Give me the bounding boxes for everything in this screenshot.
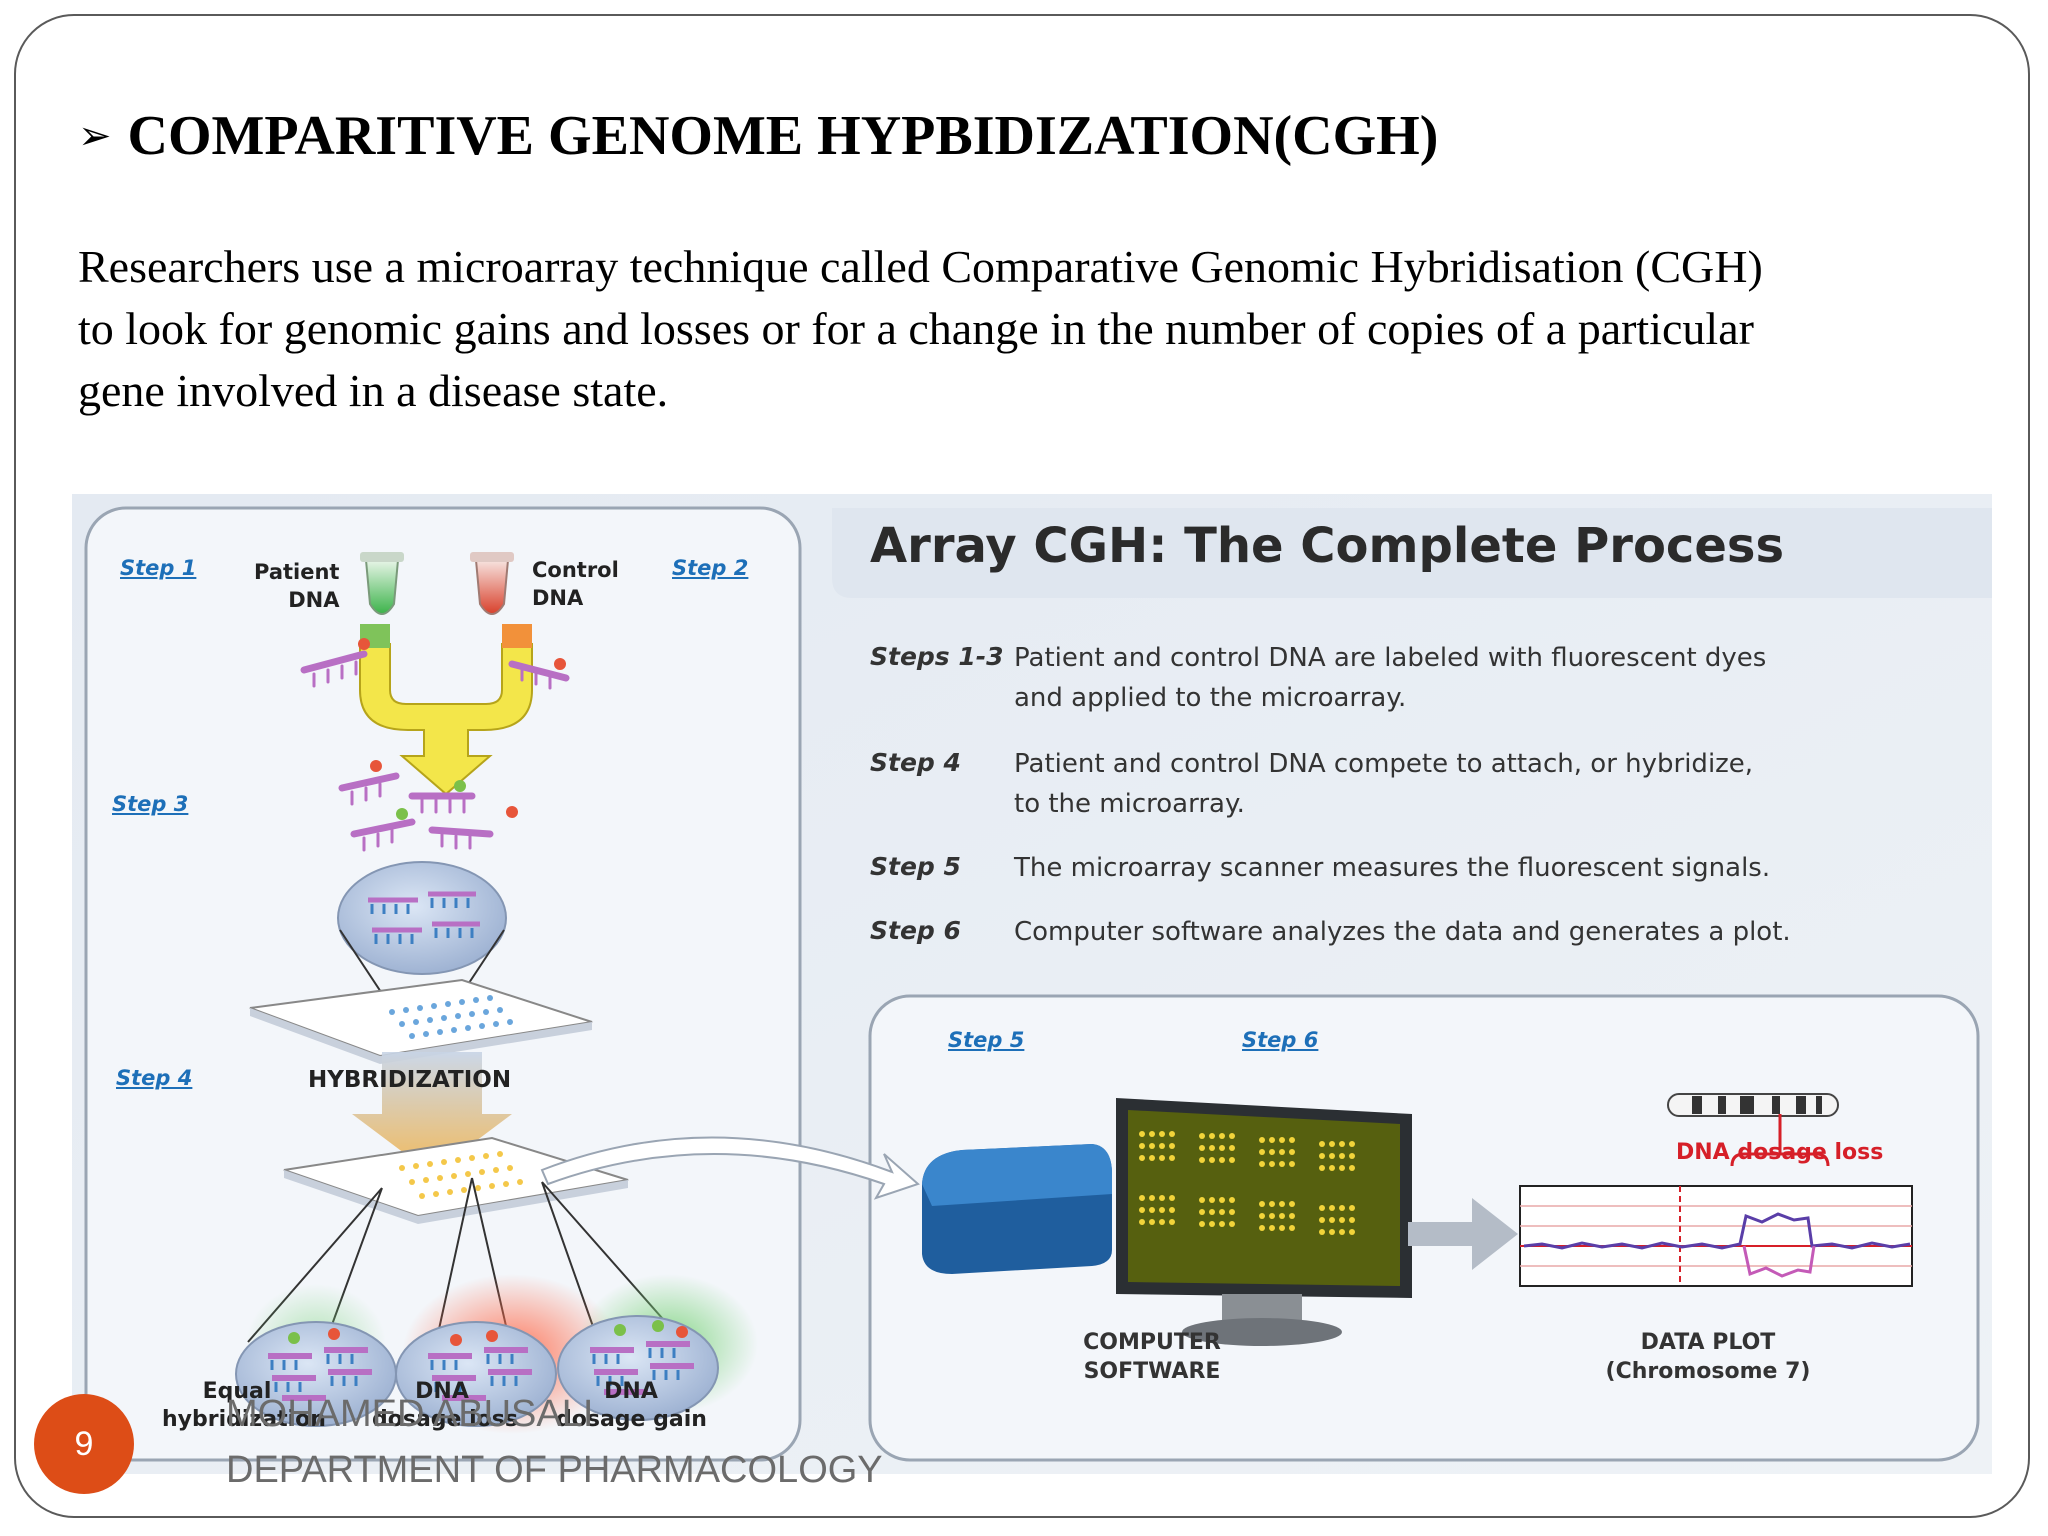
dna-dosage-loss-label: DNA dosage loss bbox=[1676, 1140, 1884, 1165]
patient-dna-line: Patient bbox=[254, 560, 340, 584]
step3-label: Step 3 bbox=[112, 792, 189, 816]
caption-line: DATA PLOT bbox=[1640, 1330, 1776, 1355]
outcome-line: DNA bbox=[415, 1379, 469, 1404]
step-desc-line: and applied to the microarray. bbox=[1014, 683, 1407, 713]
slide-title: ➢ COMPARITIVE GENOME HYPBIDIZATION(CGH) bbox=[78, 104, 1438, 168]
array-cgh-figure: Step 1 Step 2 Step 3 Step 4 Patient DNA … bbox=[72, 494, 1992, 1474]
step2-label: Step 2 bbox=[672, 556, 749, 580]
paragraph-line: Researchers use a microarray technique c… bbox=[78, 241, 1763, 292]
flow-arrow-icon bbox=[540, 1136, 920, 1200]
step5-label: Step 5 bbox=[948, 1028, 1025, 1052]
paragraph-line: to look for genomic gains and losses or … bbox=[78, 303, 1754, 354]
outcome-circles-icon bbox=[235, 1315, 719, 1427]
figure-graphics bbox=[72, 494, 1992, 1474]
dna-fragments-icon bbox=[300, 650, 570, 852]
step-desc: Patient and control DNA compete to attac… bbox=[1014, 744, 1753, 824]
outcome-line: dosage loss bbox=[372, 1407, 518, 1432]
page-number-badge: 9 bbox=[34, 1394, 134, 1494]
caption-line: (Chromosome 7) bbox=[1605, 1359, 1811, 1384]
chromosome-icon bbox=[1667, 1093, 1839, 1117]
caption-line: SOFTWARE bbox=[1083, 1359, 1221, 1384]
outcome-line: hybridization bbox=[162, 1407, 326, 1432]
step-desc-line: to the microarray. bbox=[1014, 789, 1245, 819]
figure-title: Array CGH: The Complete Process bbox=[870, 518, 1785, 574]
step-desc-line: Computer software analyzes the data and … bbox=[1014, 917, 1791, 947]
control-dna-line: DNA bbox=[532, 586, 584, 610]
slide-footer: MOHAMED ABUSALI DEPARTMENT OF PHARMACOLO… bbox=[226, 1386, 883, 1498]
data-plot-chart bbox=[1519, 1152, 1913, 1287]
scanner-icon bbox=[922, 1144, 1112, 1274]
data-plot-label: DATA PLOT (Chromosome 7) bbox=[1588, 1328, 1828, 1386]
computer-software-label: COMPUTER SOFTWARE bbox=[1062, 1328, 1242, 1386]
step-desc: Patient and control DNA are labeled with… bbox=[1014, 638, 1766, 718]
outcome-line: DNA bbox=[604, 1379, 658, 1404]
monitor-spots bbox=[1139, 1131, 1355, 1235]
outcome-line: Equal bbox=[202, 1379, 272, 1404]
patient-dna-line: DNA bbox=[288, 588, 340, 612]
paragraph-line: gene involved in a disease state. bbox=[78, 365, 669, 416]
arrow-bullet-icon: ➢ bbox=[78, 113, 112, 159]
magnified-probes-icon bbox=[368, 891, 480, 933]
step6-label: Step 6 bbox=[1242, 1028, 1319, 1052]
fluorescent-labels-icon bbox=[358, 638, 566, 820]
step-desc-line: Patient and control DNA compete to attac… bbox=[1014, 749, 1754, 779]
step-name: Step 6 bbox=[870, 916, 961, 945]
patient-tube-icon bbox=[360, 552, 404, 615]
slide-title-text: COMPARITIVE GENOME HYPBIDIZATION(CGH) bbox=[127, 105, 1439, 167]
step-name: Step 4 bbox=[870, 748, 961, 777]
step-name: Steps 1-3 bbox=[870, 642, 1004, 671]
step-desc: The microarray scanner measures the fluo… bbox=[1014, 848, 1770, 888]
outcome-loss-label: DNA dosage loss bbox=[372, 1378, 518, 1434]
hybridization-label: HYBRIDIZATION bbox=[308, 1067, 512, 1093]
control-dna-label: Control DNA bbox=[532, 556, 619, 612]
hybridized-slide-icon bbox=[283, 1136, 629, 1224]
intro-paragraph: Researchers use a microarray technique c… bbox=[78, 236, 1978, 422]
step-desc: Computer software analyzes the data and … bbox=[1014, 912, 1791, 952]
outcome-gain-label: DNA dosage gain bbox=[556, 1378, 707, 1434]
outcome-equal-label: Equal hybridization bbox=[162, 1378, 326, 1434]
plot-arrow-icon bbox=[1408, 1198, 1518, 1270]
footer-line: DEPARTMENT OF PHARMACOLOGY bbox=[226, 1449, 883, 1491]
footer-line: MOHAMED ABUSALI bbox=[226, 1393, 594, 1435]
step4-label: Step 4 bbox=[116, 1066, 193, 1090]
outcome-line: dosage gain bbox=[556, 1407, 707, 1432]
computer-monitor-icon bbox=[1116, 1098, 1412, 1346]
step-name: Step 5 bbox=[870, 852, 961, 881]
control-dna-line: Control bbox=[532, 558, 619, 582]
merge-arrow-icon bbox=[359, 624, 533, 796]
patient-dna-label: Patient DNA bbox=[254, 558, 339, 614]
step-desc-line: The microarray scanner measures the fluo… bbox=[1014, 853, 1771, 883]
caption-line: COMPUTER bbox=[1083, 1330, 1221, 1355]
step1-label: Step 1 bbox=[120, 556, 197, 580]
step-desc-line: Patient and control DNA are labeled with… bbox=[1014, 643, 1767, 673]
control-tube-icon bbox=[470, 552, 514, 615]
